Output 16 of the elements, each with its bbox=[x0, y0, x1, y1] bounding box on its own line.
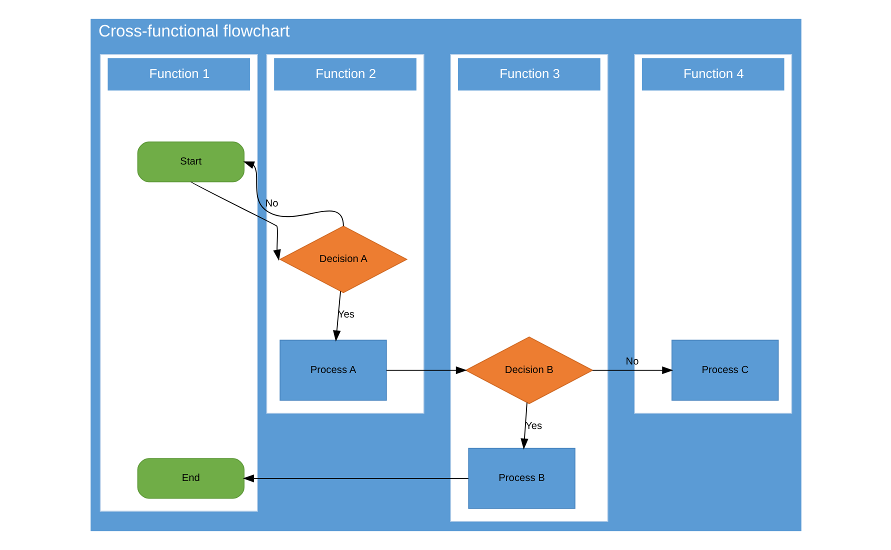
node-box: Process C bbox=[671, 340, 778, 401]
arrow bbox=[592, 366, 673, 374]
node-diamond: Decision A bbox=[278, 226, 408, 294]
arrow bbox=[385, 366, 466, 374]
arrow bbox=[242, 161, 344, 227]
arrow bbox=[242, 474, 468, 482]
node-box: End bbox=[136, 458, 244, 499]
node-box: Start bbox=[136, 142, 244, 182]
node-diamond: Decision B bbox=[464, 336, 593, 404]
arrow bbox=[520, 402, 528, 450]
arrow bbox=[190, 181, 280, 261]
node-box: Process B bbox=[468, 448, 575, 509]
edge-label: Yes bbox=[525, 420, 542, 432]
edge-label: No bbox=[264, 198, 278, 210]
arrow bbox=[332, 290, 340, 342]
node-box: Process A bbox=[279, 340, 386, 401]
